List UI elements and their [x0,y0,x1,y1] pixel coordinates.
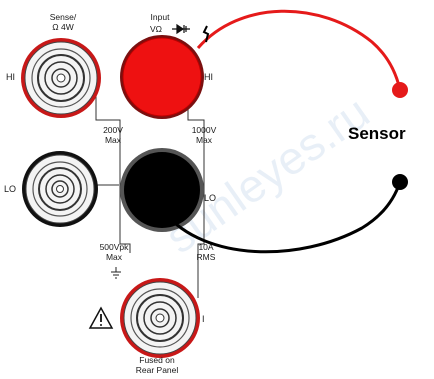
current-terminal[interactable] [120,278,200,358]
input-label-line1: Input [151,12,171,22]
input-lo-terminal[interactable] [120,148,204,232]
sense-hi-terminal[interactable] [21,38,101,118]
rating-left-line1: 200V [103,125,123,135]
rating-bottom-right-line2: RMS [197,252,216,262]
rating-bottom-left-line2: Max [106,252,123,262]
current-label: I [202,314,205,324]
sense-lo-terminal[interactable] [22,151,98,227]
hi-left-label: HI [6,72,15,82]
rating-left-line2: Max [105,135,122,145]
rating-right-line1: 1000V [192,125,217,135]
rating-bottom-right-line1: 10A [198,242,213,252]
diode-icon [172,23,190,35]
warning-icon [88,306,114,329]
lo-left-label: LO [4,184,16,194]
input-hi-terminal[interactable] [120,35,204,119]
hi-right-label: HI [204,72,213,82]
input-label-line2: VΩ [150,24,162,34]
lo-right-label: LO [204,193,216,203]
fused-label-line2: Rear Panel [136,365,179,375]
sensor-label: Sensor [348,124,406,143]
sensor-black-lead [162,174,408,254]
sensor-red-lead [196,9,408,98]
ground-icon [111,267,121,279]
sense-label-line1: Sense/ [50,12,77,22]
rating-right-line2: Max [196,135,213,145]
rating-bottom-left-line1: 500Vpk [100,242,130,252]
sense-label-line2: Ω 4W [52,22,73,32]
fused-label-line1: Fused on [139,355,175,365]
